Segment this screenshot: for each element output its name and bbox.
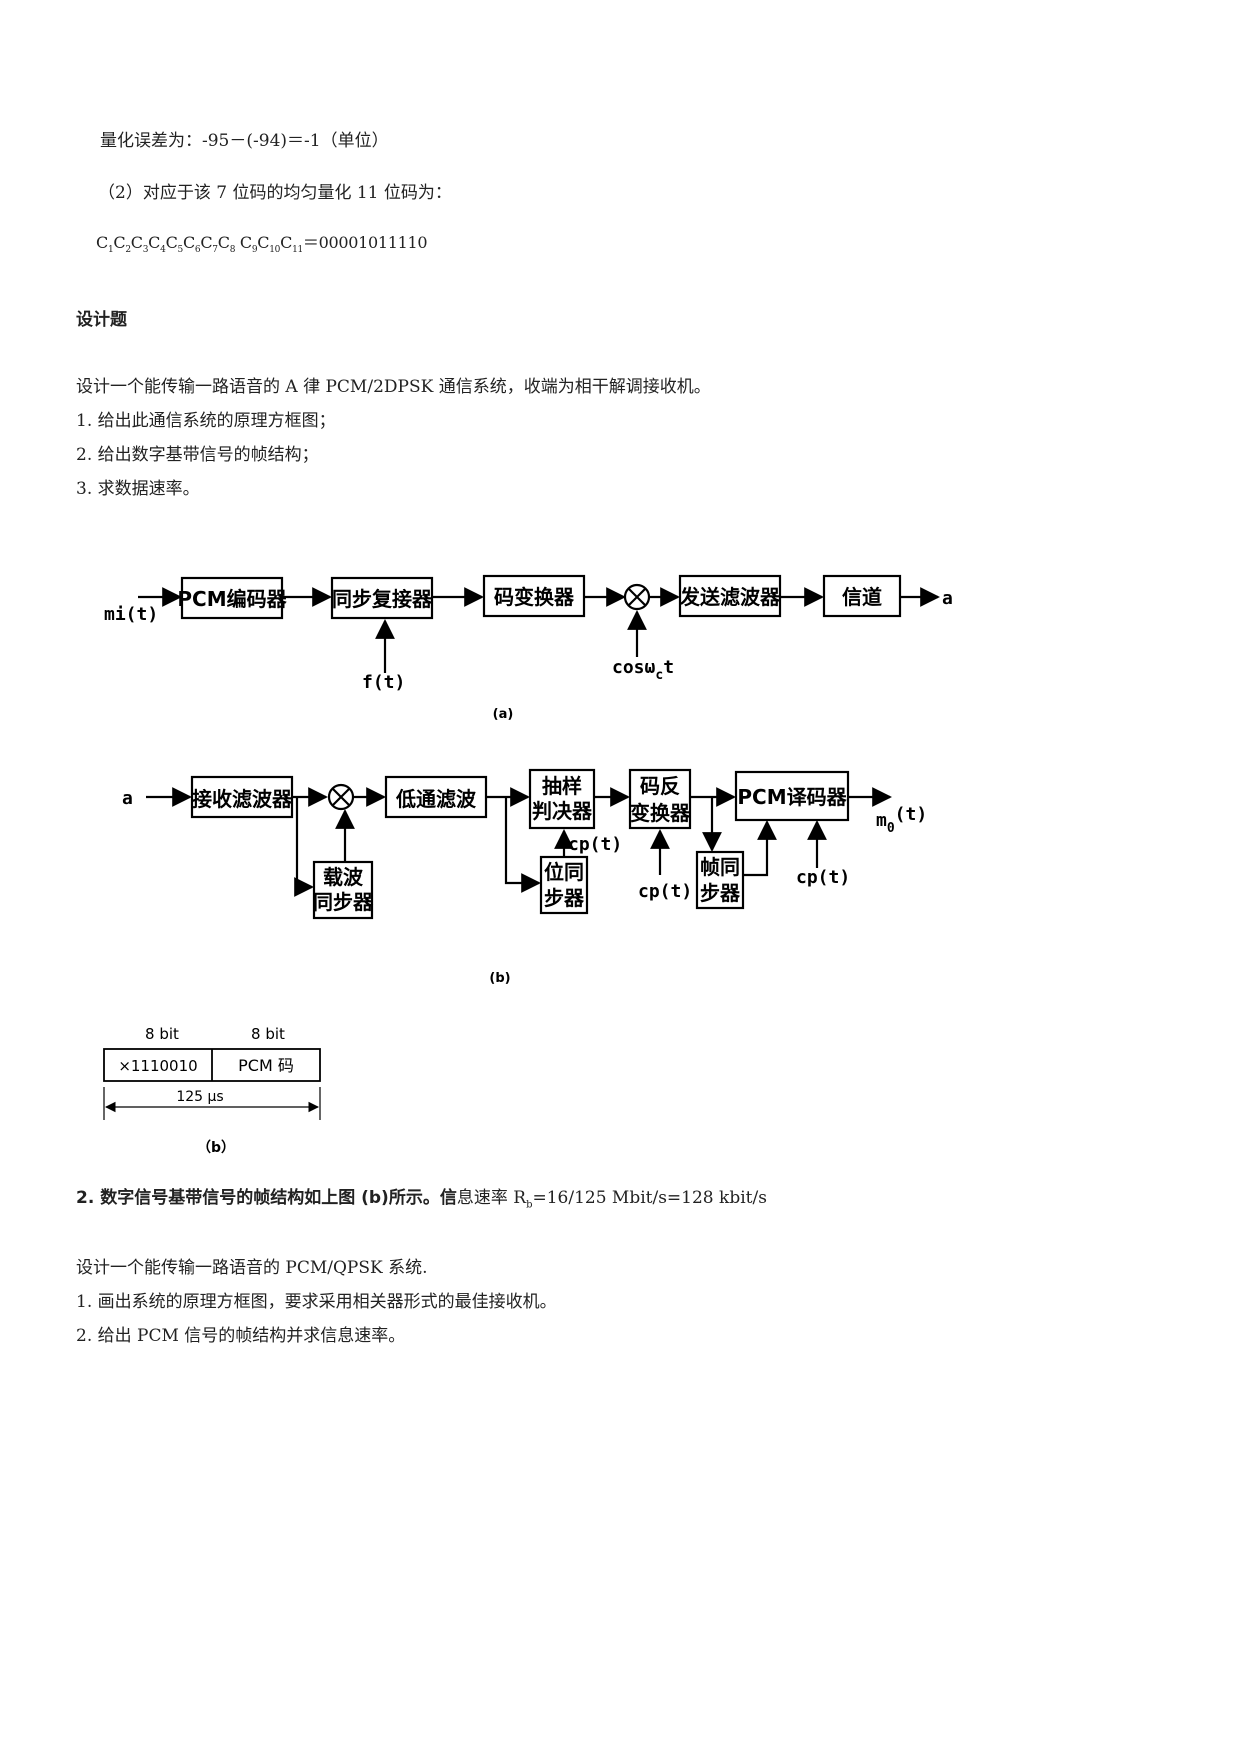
block-rx-filter: 接收滤波器: [192, 787, 293, 811]
output-m-t: (t): [895, 804, 928, 825]
output-a: a: [942, 588, 953, 609]
output-m-sub: 0: [887, 821, 895, 836]
block-bit-sync-line1: 位同: [544, 860, 584, 884]
frame-structure-labels: 8 bit 8 bit ×1110010 PCM 码 125 μs （b）: [118, 1025, 294, 1156]
frame-caption: （b）: [197, 1140, 235, 1156]
question-2-item-2: 2. 给出 PCM 信号的帧结构并求信息速率。: [76, 1326, 406, 1346]
question-2-item-1: 1. 画出系统的原理方框图，要求采用相关器形式的最佳接收机。: [76, 1292, 557, 1312]
block-carrier-sync-line1: 载波: [323, 865, 364, 889]
block-lowpass-filter: 低通滤波: [395, 787, 477, 811]
frame-pcm-code: PCM 码: [238, 1056, 294, 1075]
quantization-error-line: 量化误差为：-95－(-94)＝-1（单位）: [100, 131, 389, 151]
caption-a: (a): [493, 707, 514, 722]
input-a: a: [122, 788, 133, 809]
eleven-bit-code-line: （2）对应于该 7 位码的均匀量化 11 位码为：: [98, 183, 452, 203]
question-1-item-3: 3. 求数据速率。: [76, 479, 200, 499]
diagram-a: [138, 574, 940, 673]
cp-label-decoder: cp(t): [796, 867, 850, 888]
block-bit-sync-line2: 步器: [544, 886, 585, 910]
output-m-base: m: [876, 810, 887, 831]
carrier-label-t: t: [663, 657, 674, 678]
diagram-b: [146, 768, 892, 920]
question-1: 设计一个能传输一路语音的 A 律 PCM/2DPSK 通信系统，收端为相干解调接…: [76, 377, 711, 397]
question-1-item-1: 1. 给出此通信系统的原理方框图；: [76, 411, 336, 431]
carrier-label-sub: c: [655, 668, 663, 683]
cp-label-code-inverse: cp(t): [638, 881, 692, 902]
block-carrier-sync-line2: 同步器: [313, 890, 374, 914]
frame-structure: [103, 1048, 321, 1120]
block-frame-sync-line1: 帧同: [700, 855, 740, 879]
question-1-item-2: 2. 给出数字基带信号的帧结构；: [76, 445, 319, 465]
question-2: 设计一个能传输一路语音的 PCM/QPSK 系统.: [76, 1258, 428, 1278]
input-mi: mi(t): [104, 604, 158, 625]
diagram-b-labels: 接收滤波器 低通滤波 抽样 判决器 码反 变换器 PCM译码器 载波 同步器 位…: [192, 774, 848, 914]
answer-2: 2. 数字信号基带信号的帧结构如上图 (b)所示。信息速率 Rb=16/125 …: [76, 1183, 767, 1210]
carrier-label: cosωct: [612, 657, 674, 683]
block-sampler-line2: 判决器: [532, 799, 593, 823]
frame-period: 125 μs: [176, 1089, 223, 1105]
frame-bits-1: 8 bit: [145, 1025, 179, 1043]
frame-sync-code: ×1110010: [118, 1057, 197, 1075]
block-sampler-line1: 抽样: [542, 774, 582, 798]
block-code-converter: 码变换器: [494, 585, 575, 609]
diagram-a-labels: PCM编码器 同步复接器 码变换器 发送滤波器 信道: [177, 585, 882, 611]
block-channel: 信道: [842, 585, 882, 609]
input-f: f(t): [362, 672, 405, 693]
block-sync-multiplexer: 同步复接器: [332, 587, 433, 611]
block-code-inverse-line2: 变换器: [630, 801, 691, 825]
code-formula-value: ＝00001011110: [302, 233, 428, 252]
answer-2-bold: 2. 数字信号基带信号的帧结构如上图 (b)所示。信: [76, 1188, 457, 1208]
block-frame-sync-line2: 步器: [700, 881, 741, 905]
output-m: m0(t): [876, 804, 927, 836]
block-tx-filter: 发送滤波器: [679, 585, 781, 609]
answer-2-sub: b: [526, 1199, 533, 1211]
carrier-label-cos: cosω: [612, 657, 656, 678]
section-heading: 设计题: [76, 310, 127, 330]
cp-label-sampler: cp(t): [568, 834, 622, 855]
answer-2-rest: 息速率 R: [456, 1188, 527, 1208]
block-pcm-decoder: PCM译码器: [737, 785, 847, 809]
frame-bits-2: 8 bit: [251, 1025, 285, 1043]
block-code-inverse-line1: 码反: [640, 774, 680, 798]
code-formula: C1C2C3C4C5C6C7C8 C9C10C11＝00001011110: [96, 233, 428, 256]
block-pcm-encoder: PCM编码器: [177, 587, 287, 611]
answer-2-tail: =16/125 Mbit/s=128 kbit/s: [532, 1188, 767, 1208]
caption-b: (b): [489, 971, 510, 986]
